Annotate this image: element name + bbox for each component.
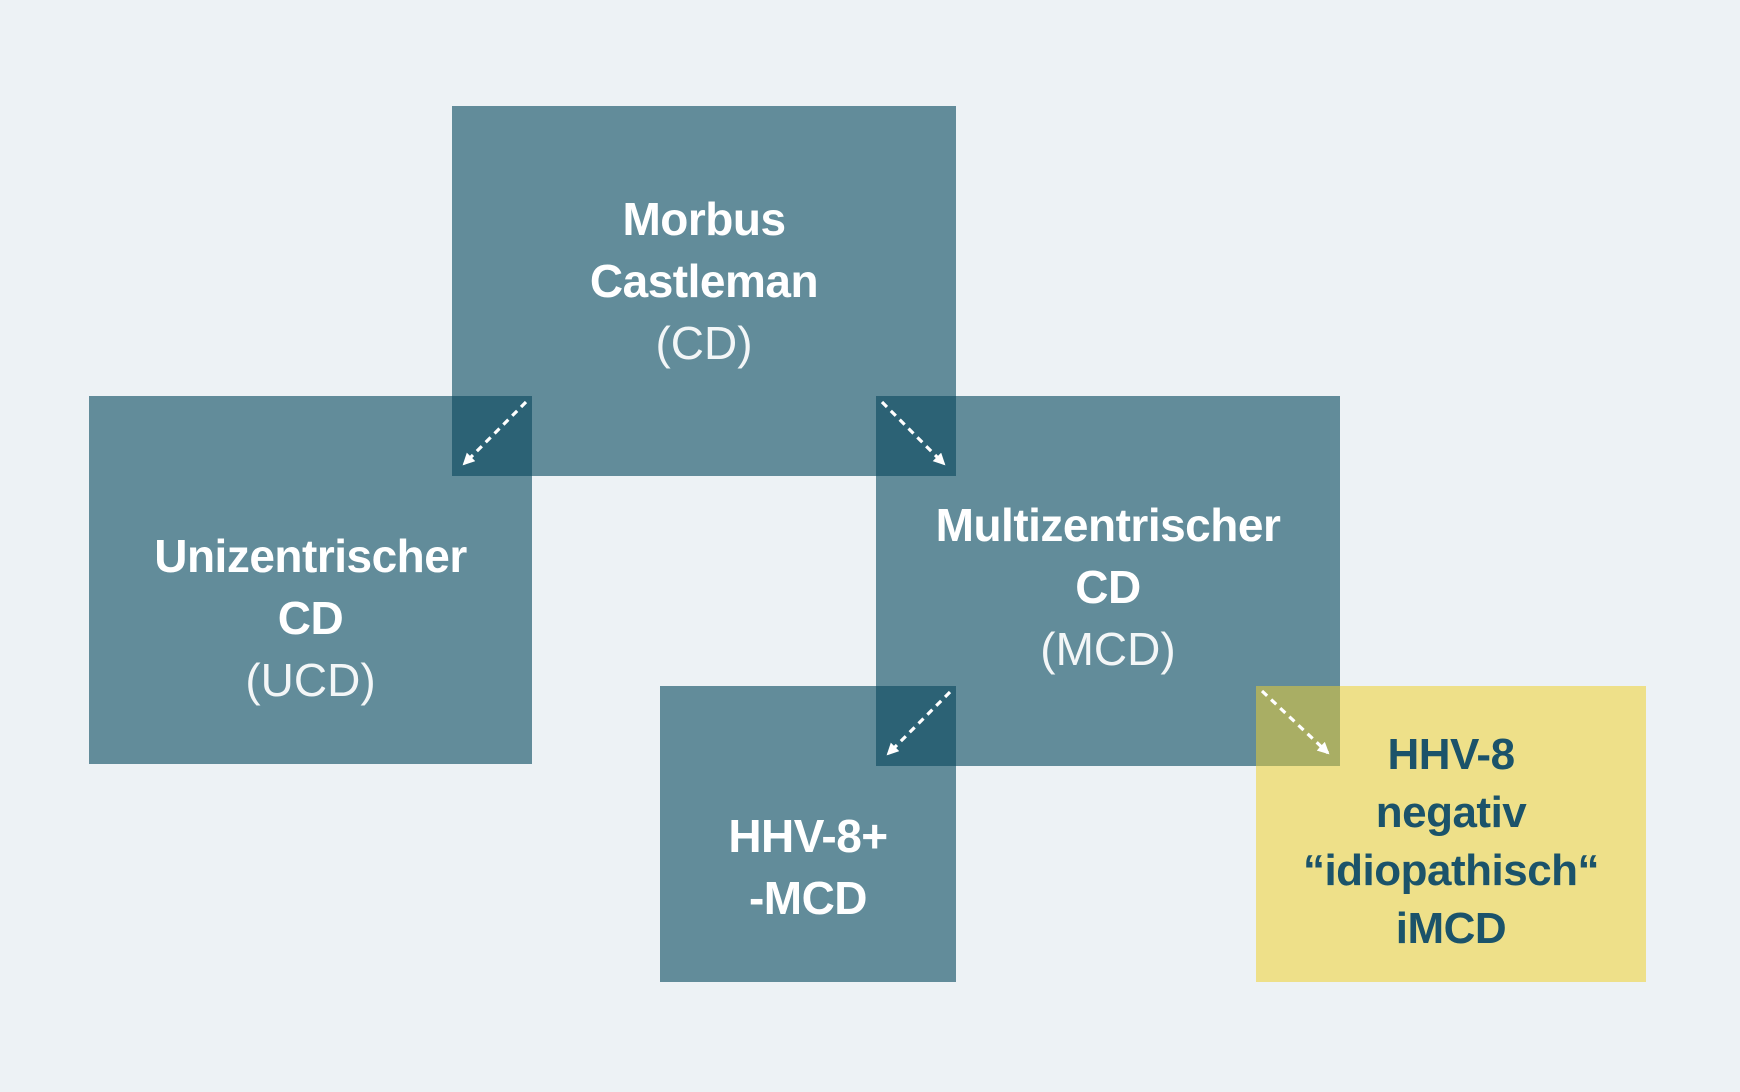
arrow-down-right-icon bbox=[1260, 689, 1330, 755]
overlap-mcd-imcd bbox=[1256, 686, 1340, 766]
node-unizentrischer-cd-abbr: (UCD) bbox=[245, 654, 376, 706]
arrow-down-left-icon bbox=[462, 400, 528, 466]
node-morbus-castleman-title: Morbus Castleman bbox=[589, 193, 819, 307]
overlap-cd-mcd bbox=[876, 396, 956, 476]
node-unizentrischer-cd: Unizentrischer CD (UCD) bbox=[89, 396, 532, 764]
arrow-down-right-icon bbox=[880, 400, 946, 466]
node-hhv8-negative-imcd-title: HHV-8 negativ “idiopathisch“ iMCD bbox=[1302, 730, 1600, 953]
node-unizentrischer-cd-title: Unizentrischer CD bbox=[154, 530, 467, 644]
node-multizentrischer-cd-abbr: (MCD) bbox=[1040, 623, 1176, 675]
node-hhv8-positive-mcd-title: HHV-8+ -MCD bbox=[728, 810, 888, 924]
node-morbus-castleman-abbr: (CD) bbox=[655, 317, 753, 369]
arrow-down-left-icon bbox=[886, 690, 952, 756]
node-multizentrischer-cd-title: Multizentrischer CD bbox=[935, 499, 1281, 613]
overlap-cd-ucd bbox=[452, 396, 532, 476]
node-morbus-castleman: Morbus Castleman (CD) bbox=[452, 106, 956, 476]
overlap-mcd-hhv8 bbox=[876, 686, 956, 766]
